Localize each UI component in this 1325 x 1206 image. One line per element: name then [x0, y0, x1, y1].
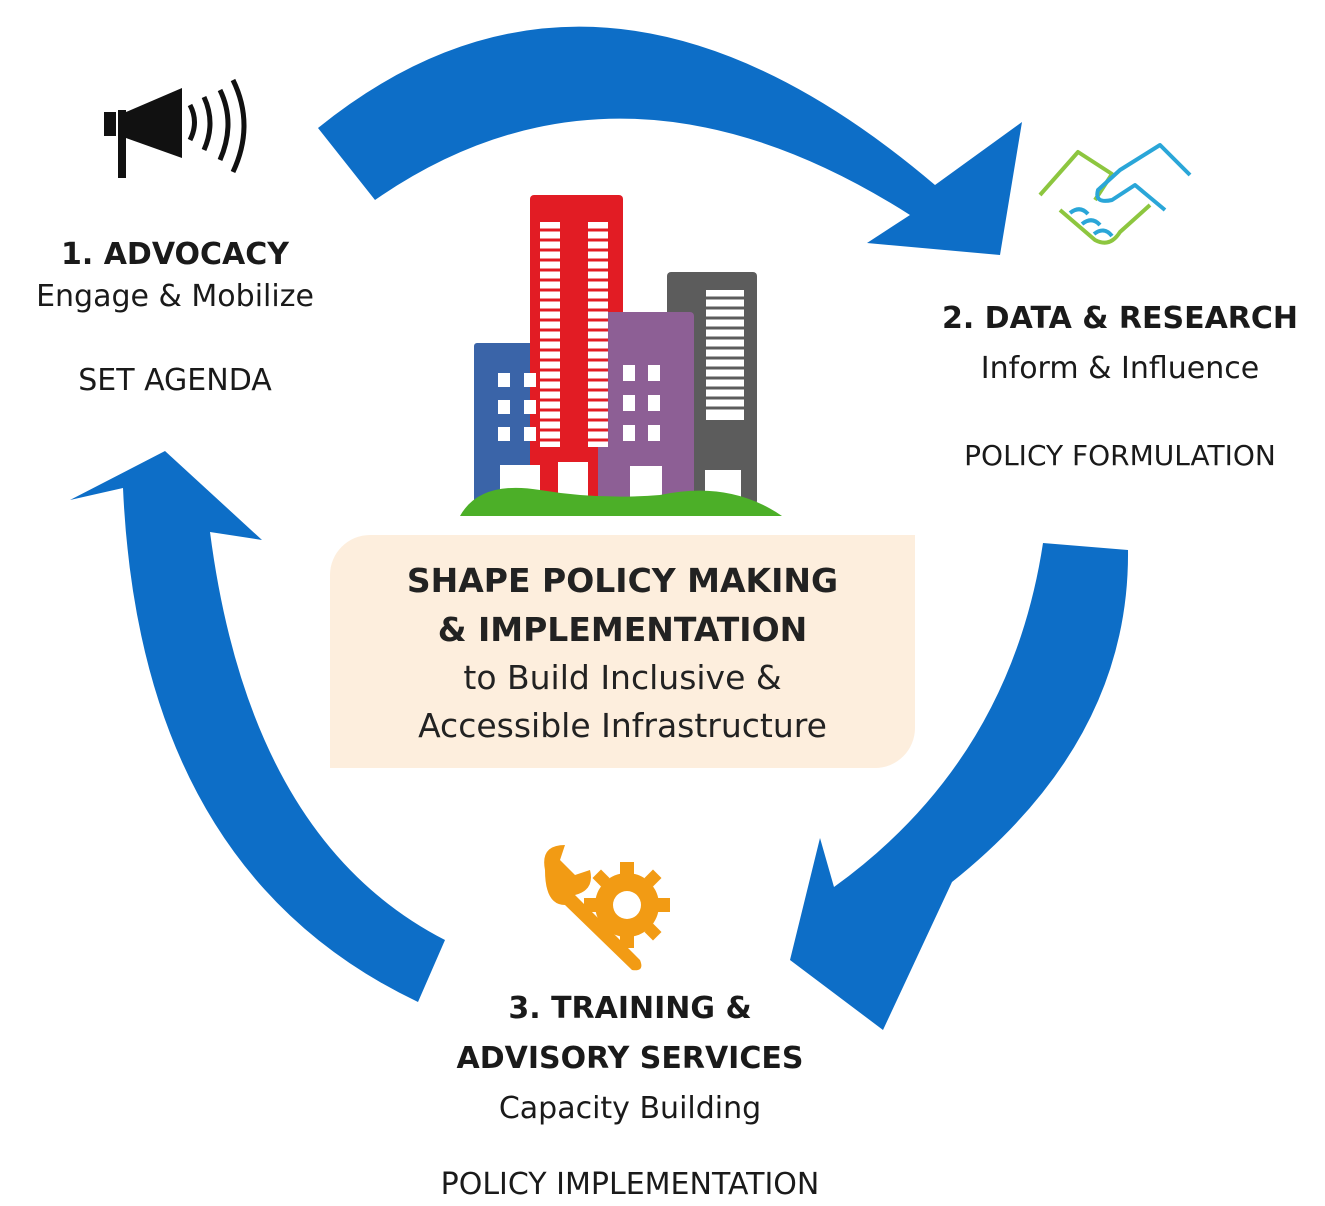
wrench-gear-icon [544, 845, 670, 971]
center-callout: SHAPE POLICY MAKING & IMPLEMENTATION to … [330, 535, 915, 768]
training-phase: POLICY IMPLEMENTATION [440, 1167, 820, 1202]
advocacy-title: 1. ADVOCACY [60, 237, 289, 272]
training-title-line1: 3. TRAINING & [508, 991, 752, 1026]
data-subtitle: Inform & Influence [980, 351, 1260, 386]
handshake-icon [1038, 143, 1192, 245]
data-phase: POLICY FORMULATION [964, 439, 1276, 472]
arrow-advocacy-to-data [318, 26, 1022, 256]
advocacy-phase: SET AGENDA [78, 363, 272, 398]
training-title-line2: ADVISORY SERVICES [456, 1041, 804, 1076]
megaphone-icon [104, 78, 247, 178]
advocacy-subtitle: Engage & Mobilize [36, 279, 314, 314]
city-buildings-icon [460, 195, 782, 516]
arrow-training-to-advocacy [70, 451, 445, 1002]
center-title-line2: & IMPLEMENTATION [437, 610, 808, 649]
center-sub-line1: to Build Inclusive & [463, 658, 782, 697]
arrow-data-to-training [790, 543, 1129, 1030]
data-title: 2. DATA & RESEARCH [941, 301, 1299, 336]
center-title-line1: SHAPE POLICY MAKING [406, 561, 839, 600]
center-sub-line2: Accessible Infrastructure [418, 706, 827, 745]
training-subtitle: Capacity Building [498, 1091, 762, 1126]
